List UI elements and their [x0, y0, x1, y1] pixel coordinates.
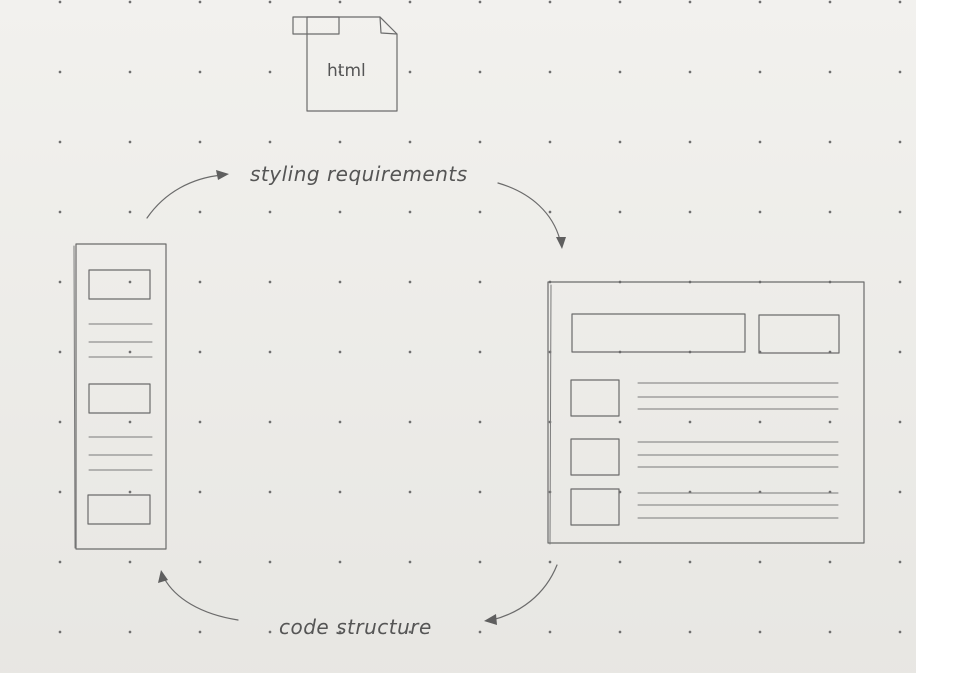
page-wireframe — [547, 281, 865, 545]
arrow-to-code-structure — [484, 564, 558, 625]
code-block-1 — [88, 269, 151, 300]
page-side-block — [758, 314, 840, 354]
html-file-icon: html — [292, 16, 398, 112]
row-thumbnail-2 — [570, 438, 620, 476]
workflow-diagram: html — [73, 16, 865, 639]
code-block-3 — [87, 494, 151, 525]
file-tab-icon — [292, 16, 340, 35]
file-type-label: html — [327, 61, 366, 81]
code-block-2 — [88, 383, 151, 414]
row-thumbnail-1 — [570, 379, 620, 417]
arrow-to-code-wireframe — [158, 570, 239, 621]
styling-requirements-label: styling requirements — [250, 162, 468, 186]
arrow-head-icon — [556, 237, 566, 249]
arrow-head-icon — [158, 570, 168, 583]
arrow-head-icon — [484, 614, 497, 625]
row-thumbnail-3 — [570, 488, 620, 526]
code-wireframe — [73, 243, 167, 550]
arrow-head-icon — [216, 170, 229, 180]
code-wireframe-frame — [75, 243, 167, 550]
code-structure-label: code structure — [279, 615, 432, 639]
page-header-block — [571, 313, 746, 353]
arrow-to-page — [497, 182, 566, 249]
arrow-to-styling — [146, 170, 229, 219]
dotted-paper-background — [0, 0, 916, 673]
page-wireframe-frame — [547, 281, 865, 544]
